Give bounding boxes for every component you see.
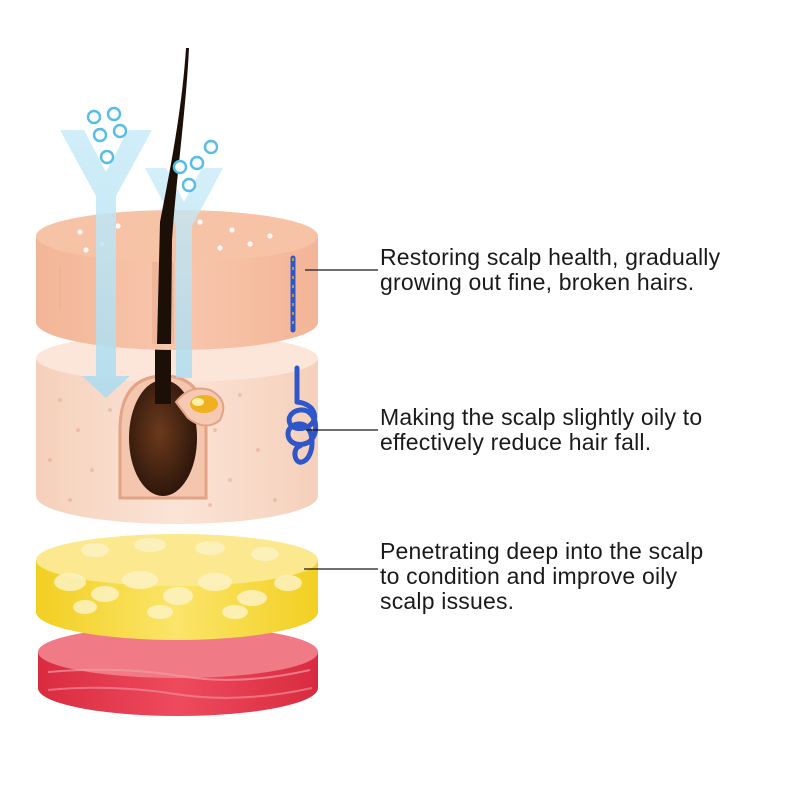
callout-3-line-1: Penetrating deep into the scalp <box>380 539 790 564</box>
callout-epidermis: Restoring scalp health, gradually growin… <box>380 245 790 295</box>
callout-1-line-2: growing out fine, broken hairs. <box>380 270 790 295</box>
callout-2-line-1: Making the scalp slightly oily to <box>380 405 790 430</box>
callout-3-line-2: to condition and improve oily <box>380 564 790 589</box>
callout-1-line-1: Restoring scalp health, gradually <box>380 245 790 270</box>
callout-dermis: Making the scalp slightly oily to effect… <box>380 405 790 455</box>
fat-layer <box>36 534 318 640</box>
callout-2-line-2: effectively reduce hair fall. <box>380 430 790 455</box>
callout-fat: Penetrating deep into the scalp to condi… <box>380 539 790 614</box>
callout-3-line-3: scalp issues. <box>380 589 790 614</box>
